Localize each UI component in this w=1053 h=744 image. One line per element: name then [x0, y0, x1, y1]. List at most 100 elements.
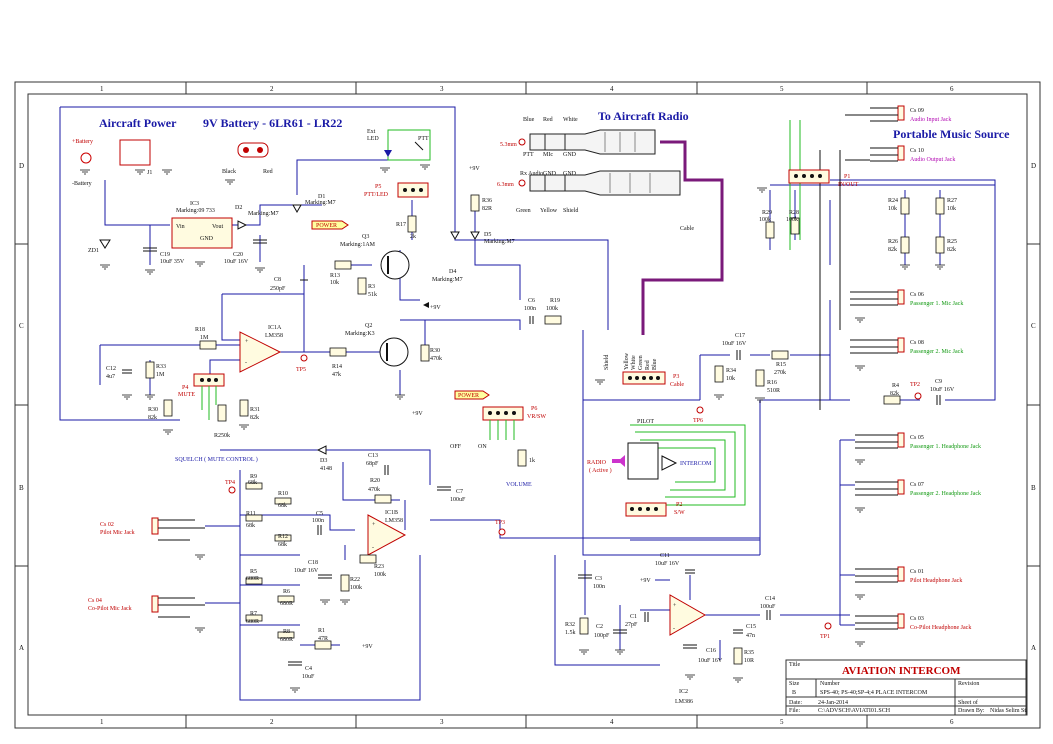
c8-value: 250pF — [270, 286, 286, 292]
r9-value: 68k — [248, 480, 257, 486]
d5-diode: D5 Marking:M7 — [470, 231, 515, 245]
p1-label: P1 — [844, 174, 850, 180]
title-block-number-label: Number — [820, 681, 840, 687]
plug-mic: MIc — [543, 152, 553, 158]
r31-label: R31 — [250, 407, 260, 413]
p4-label: P4 — [182, 385, 188, 391]
r20-label: R20 — [370, 478, 380, 484]
tp4-label: TP4 — [225, 480, 235, 486]
on-label: ON — [478, 444, 487, 450]
c3-label: C3 — [595, 576, 602, 582]
plus-sign-b: + — [372, 522, 376, 528]
r18-value: 1M — [200, 335, 209, 341]
c4-label: C4 — [305, 666, 312, 672]
ic3-marking: Marking:09 733 — [176, 208, 215, 214]
jack-label: Audio Output Jack — [910, 157, 955, 163]
p3-sub: Cable — [670, 382, 684, 388]
title-block-sheet-label: Sheet of — [958, 699, 978, 706]
c3-capacitor: C3 100n — [578, 574, 605, 590]
v9d-label: +9V — [362, 644, 373, 650]
d3-value: 4148 — [320, 466, 332, 472]
to-radio-title: To Aircraft Radio — [598, 109, 689, 123]
c1-capacitor: C1 27pF — [625, 612, 649, 628]
d5-marking: Marking:M7 — [484, 239, 515, 245]
r16-value: 510R — [767, 388, 780, 394]
r22-label: R22 — [350, 577, 360, 583]
off-label: OFF — [450, 444, 462, 450]
c4-capacitor: C4 10uF — [288, 661, 315, 693]
c15-value: 47n — [746, 633, 755, 639]
jack-id: Cs 07 — [910, 482, 924, 488]
r1-value: 47R — [318, 636, 328, 642]
p3-label: P3 — [673, 374, 679, 380]
c13-capacitor: C13 68pF — [366, 453, 389, 475]
vout-label: Vout — [212, 224, 224, 230]
c9-value: 10uF 16V — [930, 387, 955, 393]
r63-label: 6.3mm — [497, 182, 514, 188]
title-block-revision-label: Revision — [958, 681, 979, 687]
tp2-label: TP2 — [910, 382, 920, 388]
c6-capacitor: C6 100n — [524, 298, 536, 324]
jack-id: Cs 08 — [910, 340, 924, 346]
plug-yellow: Yellow — [540, 208, 558, 214]
vin-label: Vin — [176, 224, 185, 230]
r17-resistor: R17 2k — [396, 215, 417, 240]
jack-label: Passenger 2. Mic Jack — [910, 349, 963, 355]
c16-value: 10uF 16V — [698, 658, 723, 664]
jack-cs06: Cs 06 Passenger 1. Mic Jack — [850, 289, 963, 323]
squelch-title: SQUELCH ( MUTE CONTROL ) — [175, 456, 258, 463]
title-block: Title AVIATION INTERCOM Size B Number SP… — [785, 659, 1028, 716]
p1-sub: IN/OUT — [838, 182, 859, 188]
col-label: 2 — [270, 718, 274, 726]
title-block-file-label: File: — [789, 708, 800, 714]
radio-active-sub: ( Active ) — [589, 467, 612, 474]
v9e-label: +9V — [640, 578, 651, 584]
tp6-label: TP6 — [693, 418, 703, 424]
zener-zd1 — [99, 239, 111, 249]
r15-label: R15 — [776, 362, 786, 368]
title-block-title: AVIATION INTERCOM — [842, 665, 961, 677]
row-label: D — [1031, 162, 1036, 170]
ic3-label: IC3 — [190, 201, 199, 207]
c2-capacitor: C2 100pF — [594, 624, 627, 655]
c17-label: C17 — [735, 333, 745, 339]
r10-label: R10 — [278, 491, 288, 497]
r26-label: R26 — [888, 239, 898, 245]
cs02-label: Cs 02 — [100, 522, 114, 528]
c18-label: C18 — [308, 560, 318, 566]
power-tag: POWER — [311, 220, 349, 230]
title-block-title-label: Title — [789, 662, 800, 668]
p6-label: P6 — [531, 406, 537, 412]
wire-blue: Blue — [652, 358, 658, 370]
plug-blue: Blue — [523, 117, 535, 123]
plug-white: White — [563, 117, 578, 123]
row-label: B — [1031, 484, 1036, 492]
r6-value: 680R — [280, 601, 293, 607]
title-block-drawn-label: Drawn By: — [958, 708, 985, 714]
r9-label: R9 — [250, 474, 257, 480]
c13-label: C13 — [368, 453, 378, 459]
ic1b-label: IC1B — [385, 510, 398, 516]
r14-value: 47k — [332, 372, 341, 378]
border-frame — [14, 81, 1041, 729]
tp3-label: TP3 — [495, 520, 505, 526]
jack-cs07: Cs 07 Passenger 2. Headphone Jack — [855, 479, 981, 513]
wire-yellow: Yellow — [624, 352, 630, 370]
jack-label: Passenger 1. Headphone Jack — [910, 444, 981, 450]
power-tag2-label: POWER — [458, 393, 479, 399]
d4-marking: Marking:M7 — [432, 277, 463, 283]
pilot-switch-p2: PILOT RADIO ( Active ) INTERCOM P2 S/W — [587, 419, 712, 517]
r31-value: 82k — [250, 415, 259, 421]
cs02-sub: Pilot Mic Jack — [100, 530, 135, 536]
v9c-label: +9V — [412, 411, 423, 417]
p1-in-out-connector: P1 IN/OUT — [757, 169, 859, 193]
r4-resistor: R4 82k — [883, 383, 901, 405]
r31-resistor: R31 82k — [239, 399, 260, 430]
plug-shield: Shield — [563, 208, 578, 214]
ic1a-label: IC1A — [268, 325, 282, 331]
p5-sub: PTT/LED — [364, 192, 389, 198]
r29-value: 100k — [759, 217, 771, 223]
r33-value: 1M — [156, 372, 165, 378]
r34-label: R34 — [726, 368, 736, 374]
wire-red: Red — [645, 360, 651, 370]
